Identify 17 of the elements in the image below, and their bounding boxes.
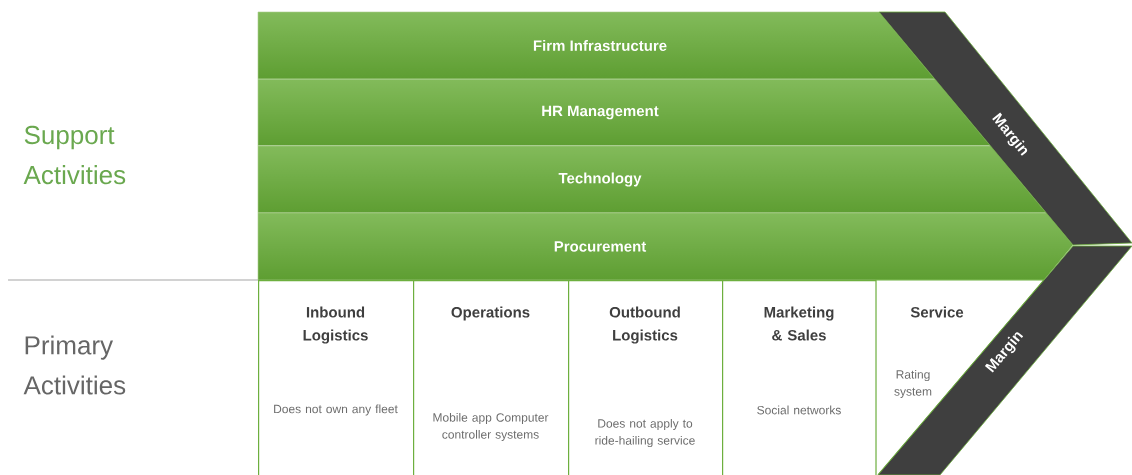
node-label: Mobile app Computer controller systems [433, 412, 549, 442]
node-label: Social networks [757, 405, 841, 415]
node-label: Outbound Logistics [609, 306, 680, 344]
primary-activity-column: Inbound Logistics Does not own any fleet [258, 280, 415, 475]
section-label: Support Activities [23, 125, 126, 185]
primary-activity-column: Marketing & Sales Social networks [722, 280, 878, 475]
support-activity-band: Procurement [257, 212, 1074, 281]
support-activity-band: Firm Infrastructure [257, 11, 936, 80]
node-label: Operations [451, 306, 530, 321]
primary-activity-column: Operations Mobile app Computer controller systems [413, 280, 570, 475]
node-label: Does not apply to ride-hailing service [595, 418, 695, 448]
node-label: Rating system [894, 369, 932, 399]
node-label: Marketing & Sales [764, 306, 834, 341]
section-label: Primary Activities [23, 335, 126, 395]
primary-activity-column: Outbound Logistics Does not apply to ride-hailing service [568, 280, 724, 475]
support-activity-band: HR Management [257, 78, 991, 147]
node-label: Service [910, 306, 964, 318]
